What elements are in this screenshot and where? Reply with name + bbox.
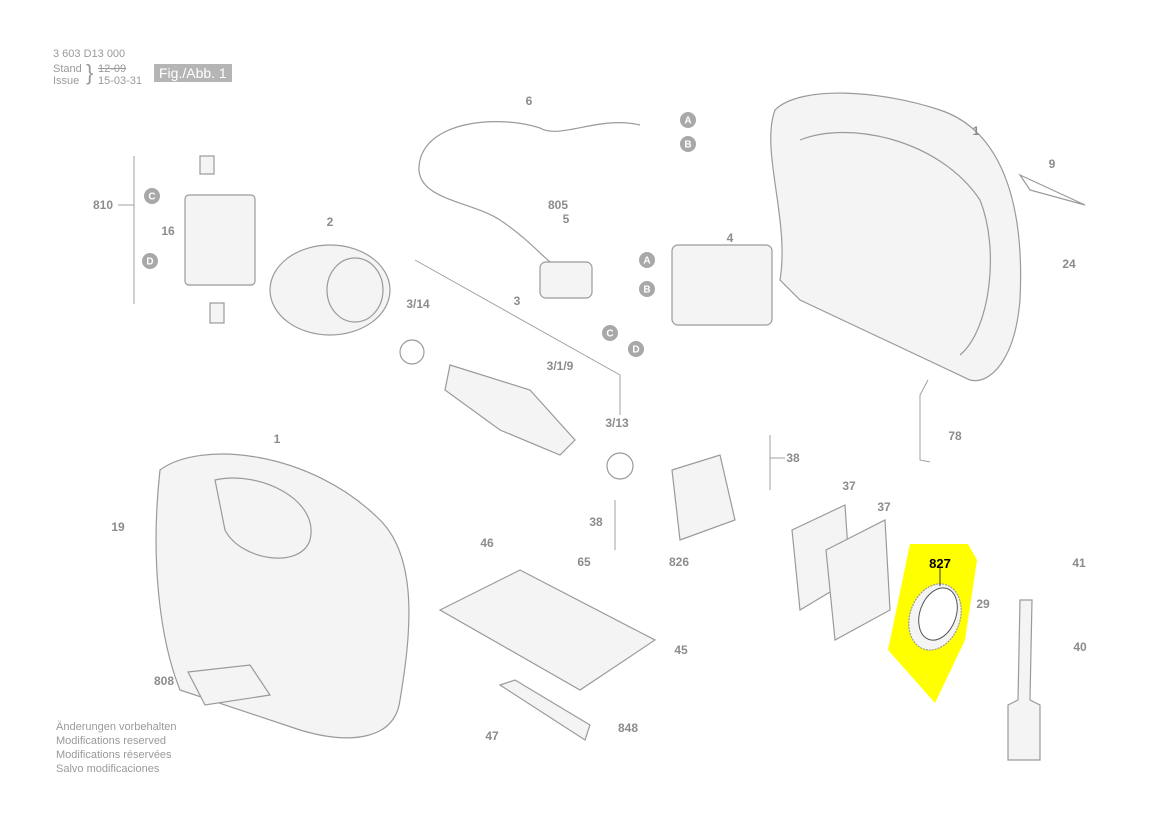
part-label-808: 808	[154, 674, 174, 688]
switch	[671, 244, 773, 326]
part-label-19: 19	[111, 520, 125, 534]
brush-holder	[184, 194, 256, 286]
power-cord	[418, 121, 641, 271]
part-label-40: 40	[1073, 640, 1087, 654]
connector-letter: C	[148, 192, 155, 203]
connector-b: B	[639, 281, 655, 297]
part-label-45: 45	[674, 643, 688, 657]
issue-date: 15-03-31	[98, 75, 143, 87]
footer-notes: Änderungen vorbehalten Modifications res…	[56, 720, 176, 776]
part-label-24: 24	[1062, 257, 1076, 271]
plate-826	[671, 454, 736, 541]
part-label-3-14: 3/14	[406, 297, 430, 311]
part-label-4: 4	[727, 231, 734, 245]
part-label-1: 1	[274, 432, 281, 446]
connector-letter: D	[146, 257, 153, 268]
part-label-41: 41	[1072, 556, 1086, 570]
connector-letter: B	[684, 140, 691, 151]
footer-line: Modifications reserved	[56, 735, 167, 747]
connector-letter: D	[632, 345, 639, 356]
connector-a: A	[680, 112, 696, 128]
part-label-810: 810	[93, 198, 113, 212]
gear-827	[908, 568, 962, 651]
part-label-3-13: 3/13	[605, 416, 629, 430]
part-label-9: 9	[1049, 157, 1056, 171]
part-label-65: 65	[577, 555, 591, 569]
part-label-6: 6	[526, 94, 533, 108]
brace: }	[86, 60, 94, 85]
part-label-5: 5	[563, 212, 570, 226]
plug-5	[539, 261, 593, 299]
connector-c: C	[144, 188, 160, 204]
connector-b: B	[680, 136, 696, 152]
footer-line: Änderungen vorbehalten	[56, 721, 177, 733]
part-label-78: 78	[948, 429, 962, 443]
part-label-3: 3	[514, 294, 521, 308]
lever	[498, 679, 591, 741]
connector-letter: A	[684, 116, 691, 127]
housing-assembled	[155, 453, 410, 739]
part-label-848: 848	[618, 721, 638, 735]
footer-line: Salvo modificaciones	[56, 763, 160, 775]
part-label-2: 2	[327, 215, 334, 229]
part-label-827: 827	[929, 556, 951, 571]
base-plate	[438, 569, 657, 691]
part-label-29: 29	[976, 597, 990, 611]
part-label-16: 16	[161, 224, 175, 238]
part-label-37: 37	[877, 500, 891, 514]
connector-a: A	[639, 252, 655, 268]
part-label-47: 47	[485, 729, 499, 743]
stand-date: 12-09	[98, 63, 127, 75]
footer-line: Modifications réservées	[56, 749, 172, 761]
housing-half	[770, 92, 1022, 382]
connector-letter: A	[643, 256, 650, 267]
part-label-1: 1	[973, 124, 980, 138]
part-label-3-1-9: 3/1/9	[547, 359, 574, 373]
connector-c: C	[602, 325, 618, 341]
part-label-46: 46	[480, 536, 494, 550]
connector-letter: C	[606, 329, 613, 340]
part-label-38: 38	[786, 451, 800, 465]
plunger	[1007, 599, 1041, 761]
connector-d: D	[142, 253, 158, 269]
part-label-805: 805	[548, 198, 568, 212]
part-label-37: 37	[842, 479, 856, 493]
part-number: 3 603 D13 000	[53, 48, 126, 60]
connector-letter: B	[643, 285, 650, 296]
connector-d: D	[628, 341, 644, 357]
armature	[444, 364, 576, 456]
part-label-826: 826	[669, 555, 689, 569]
part-label-38: 38	[589, 515, 603, 529]
stator	[269, 244, 391, 336]
part-808	[187, 664, 272, 706]
plate-37b	[825, 519, 891, 641]
stand-label: Stand	[53, 63, 82, 75]
issue-label: Issue	[53, 75, 80, 87]
figure-label: Fig./Abb. 1	[154, 64, 232, 82]
